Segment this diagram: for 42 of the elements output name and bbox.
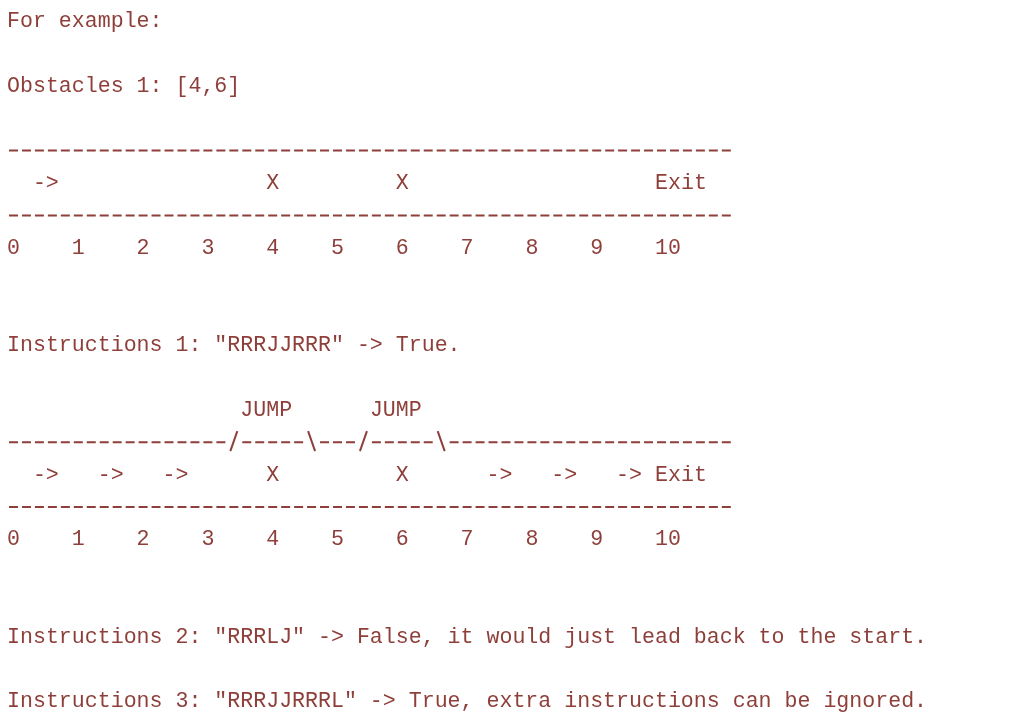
position-number: 0 <box>7 234 20 261</box>
position-number: 8 <box>525 234 539 261</box>
obstacles-text: Obstacles 1: [4,6] <box>7 72 241 99</box>
position-number: 10 <box>655 234 681 261</box>
obstacle-mark: X <box>266 170 280 196</box>
obstacle-mark: X <box>266 461 280 488</box>
position-number: 5 <box>331 234 344 261</box>
position-number: 1 <box>71 526 85 553</box>
instruction-text: Instructions 1: "RRRJJRRR" -> True. <box>7 332 461 358</box>
move-arrow: -> <box>97 461 124 488</box>
move-arrow: -> <box>616 461 643 488</box>
position-number: 7 <box>460 526 474 553</box>
position-number: 6 <box>395 526 409 553</box>
move-arrow: -> <box>32 170 59 196</box>
position-number: 0 <box>7 526 20 553</box>
position-number: 1 <box>71 234 85 261</box>
position-number: 6 <box>395 234 409 261</box>
position-number: 2 <box>136 234 150 261</box>
position-number: 8 <box>525 526 539 553</box>
move-arrow: -> <box>32 461 59 488</box>
position-number: 4 <box>266 234 280 261</box>
position-number: 5 <box>331 526 344 553</box>
obstacle-mark: X <box>395 461 409 488</box>
instruction-text: Instructions 3: "RRRJJRRRL" -> True, extra instructions can be ignored. <box>7 688 928 712</box>
position-number: 9 <box>590 234 604 261</box>
jump-label: JUMP <box>369 396 422 423</box>
position-number: 10 <box>655 526 681 553</box>
move-arrow: -> <box>486 461 513 488</box>
position-number: 3 <box>201 526 215 553</box>
move-arrow: -> <box>551 461 578 488</box>
exit-label: Exit <box>655 461 707 488</box>
exit-label: Exit <box>655 170 707 196</box>
move-arrow: -> <box>162 461 189 488</box>
jump-label: JUMP <box>240 396 293 423</box>
position-number: 4 <box>266 526 280 553</box>
position-number: 9 <box>590 526 604 553</box>
position-number: 3 <box>201 234 215 261</box>
position-number: 2 <box>136 526 150 553</box>
position-number: 7 <box>460 234 474 261</box>
instruction-text: Instructions 2: "RRRLJ" -> False, it would just lead back to the start. <box>7 623 928 650</box>
obstacle-mark: X <box>395 170 409 196</box>
intro-text: For example: <box>7 8 163 34</box>
